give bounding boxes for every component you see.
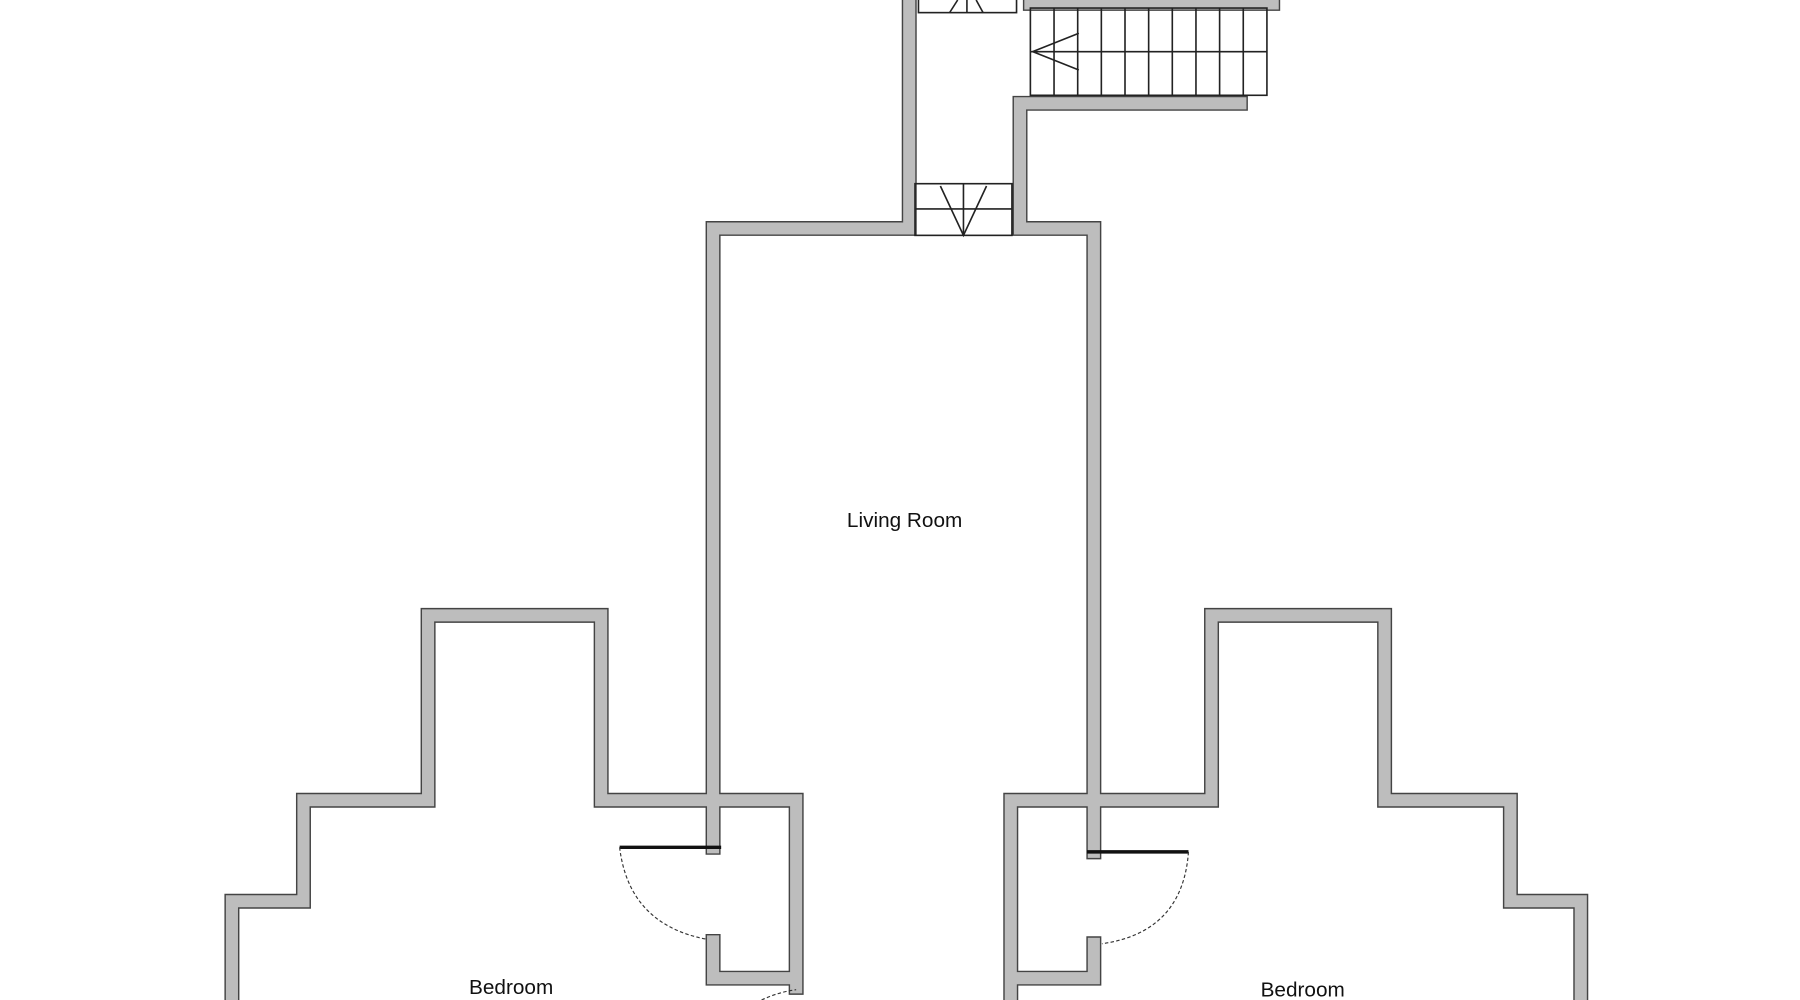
- walls: [224, 0, 1589, 1000]
- door-right-bedroom: [1086, 850, 1190, 945]
- bedroom-right-label: Bedroom: [1261, 979, 1345, 1000]
- entry-steps: [914, 182, 1013, 238]
- bedroom-left-label: Bedroom: [469, 976, 553, 999]
- door-left-bedroom: [619, 845, 797, 1000]
- step-direction-arrow-icon: [939, 185, 988, 238]
- main-staircase: [1029, 7, 1268, 97]
- upper-steps: [917, 0, 1018, 14]
- stair-direction-arrow-icon: [1030, 32, 1080, 71]
- living-room-label: Living Room: [847, 509, 962, 532]
